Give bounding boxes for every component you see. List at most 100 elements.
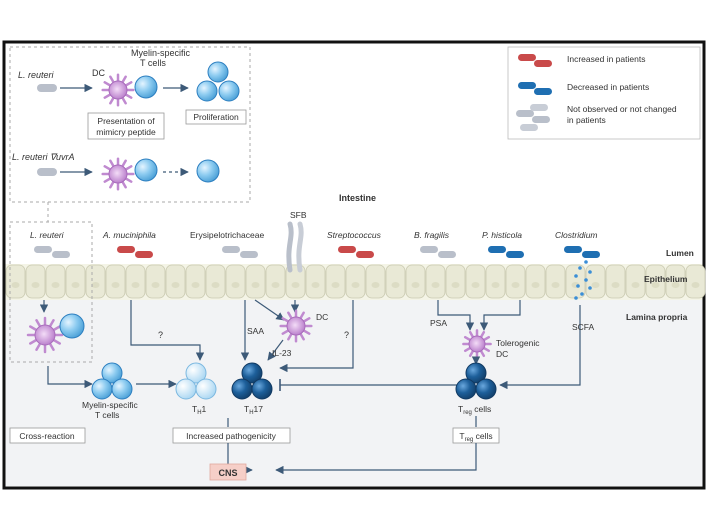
th17-cells [231, 362, 273, 400]
epithelial-nucleus [11, 282, 20, 288]
th1-cells [175, 362, 217, 400]
legend-not-changed-icon [516, 104, 550, 131]
label-dc-il23: DC [316, 312, 328, 322]
epithelial-nucleus [271, 282, 280, 288]
label-treg-box: Treg cells [459, 431, 492, 443]
label-bact-sfb: SFB [290, 210, 307, 220]
epithelial-nucleus [131, 282, 140, 288]
epithelial-cell [25, 264, 46, 299]
bacteria-sfb [286, 221, 304, 273]
scfa-dot [576, 284, 580, 288]
bacteria-lreuteri [34, 246, 70, 258]
epithelial-nucleus [31, 282, 40, 288]
t-cell-lreuteri [59, 313, 85, 339]
legend-increased-icon [518, 54, 552, 67]
label-bact-streptococcus: Streptococcus [327, 230, 382, 240]
treg-cells [455, 362, 497, 400]
epithelial-nucleus [111, 282, 120, 288]
scfa-dot [578, 266, 582, 270]
epithelial-cell [625, 264, 646, 299]
legend-decreased-icon [518, 82, 552, 95]
label-dc-top: DC [92, 68, 105, 78]
epithelial-nucleus [391, 282, 400, 288]
epithelial-nucleus [211, 282, 220, 288]
epithelial-nucleus [171, 282, 180, 288]
epithelial-cell [345, 264, 366, 299]
legend-decreased: Decreased in patients [567, 82, 649, 92]
label-cross-reaction: Cross-reaction [19, 431, 75, 441]
label-myelin-bottom-2: T cells [95, 410, 119, 420]
label-saa: SAA [247, 326, 264, 336]
epithelial-cells [5, 264, 706, 299]
epithelial-cell [185, 264, 206, 299]
scfa-dot [588, 270, 592, 274]
epithelial-cell [405, 264, 426, 299]
epithelial-cell [365, 264, 386, 299]
epithelial-cell [465, 264, 486, 299]
epithelial-cell [525, 264, 546, 299]
label-bact-erysipelotrichaceae: Erysipelotrichaceae [190, 230, 264, 240]
epithelial-nucleus [71, 282, 80, 288]
label-bact-clostridium: Clostridium [555, 230, 598, 240]
tolerogenic-dc [462, 329, 492, 359]
epithelial-cell [545, 264, 566, 299]
epithelial-cell [125, 264, 146, 299]
label-psa: PSA [430, 318, 447, 328]
bacteria-phisticola [488, 246, 524, 258]
epithelial-nucleus [91, 282, 100, 288]
myelin-t-cell-mutant [134, 158, 158, 182]
label-question-2: ? [344, 330, 349, 340]
epithelial-cell [245, 264, 266, 299]
epithelial-nucleus [551, 282, 560, 288]
epithelial-nucleus [531, 282, 540, 288]
label-cns: CNS [218, 468, 237, 478]
scfa-dot [584, 278, 588, 282]
bacteria-bfragilis [420, 246, 456, 258]
epithelial-nucleus [231, 282, 240, 288]
epithelial-cell [105, 264, 126, 299]
proliferating-t-cells [196, 61, 240, 102]
cross-reaction-box [9, 427, 86, 444]
epithelial-nucleus [691, 282, 700, 288]
epithelial-nucleus [651, 282, 660, 288]
epithelial-cell [205, 264, 226, 299]
epithelial-cell [225, 264, 246, 299]
label-tolerogenic-1: Tolerogenic [496, 338, 540, 348]
legend-not-changed-2: in patients [567, 115, 606, 125]
epithelial-nucleus [191, 282, 200, 288]
label-lreuteri-mutant: L. reuteri ∇uvrA [12, 152, 75, 162]
label-bact-amuciniphila: A. muciniphila [102, 230, 156, 240]
epithelial-nucleus [411, 282, 420, 288]
label-lumen: Lumen [666, 248, 694, 258]
label-scfa: SCFA [572, 322, 595, 332]
epithelial-cell [305, 264, 326, 299]
scfa-dot [588, 286, 592, 290]
scfa-dot [574, 296, 578, 300]
epithelial-nucleus [311, 282, 320, 288]
label-myelin-top-2: T cells [140, 58, 166, 68]
increased-pathogenicity-box [172, 427, 291, 444]
epithelial-nucleus [251, 282, 260, 288]
epithelial-nucleus [51, 282, 60, 288]
epithelial-cell [265, 264, 286, 299]
legend-not-changed-1: Not observed or not changed [567, 104, 677, 114]
label-presentation-2: mimicry peptide [96, 127, 156, 137]
epithelial-nucleus [591, 282, 600, 288]
label-lreuteri-top: L. reuteri [18, 70, 55, 80]
epithelial-nucleus [471, 282, 480, 288]
epithelial-cell [385, 264, 406, 299]
epithelial-cell [505, 264, 526, 299]
epithelial-nucleus [431, 282, 440, 288]
epithelial-nucleus [511, 282, 520, 288]
epithelial-nucleus [151, 282, 160, 288]
epithelial-cell [5, 264, 26, 299]
epithelial-cell [165, 264, 186, 299]
label-lamina-propria: Lamina propria [626, 312, 688, 322]
dendritic-cell-lreuteri [26, 316, 64, 354]
epithelial-cell [325, 264, 346, 299]
label-bact-lreuteri: L. reuteri [30, 230, 65, 240]
epithelial-cell [145, 264, 166, 299]
cns-box [209, 463, 247, 481]
epithelial-cell [585, 264, 606, 299]
